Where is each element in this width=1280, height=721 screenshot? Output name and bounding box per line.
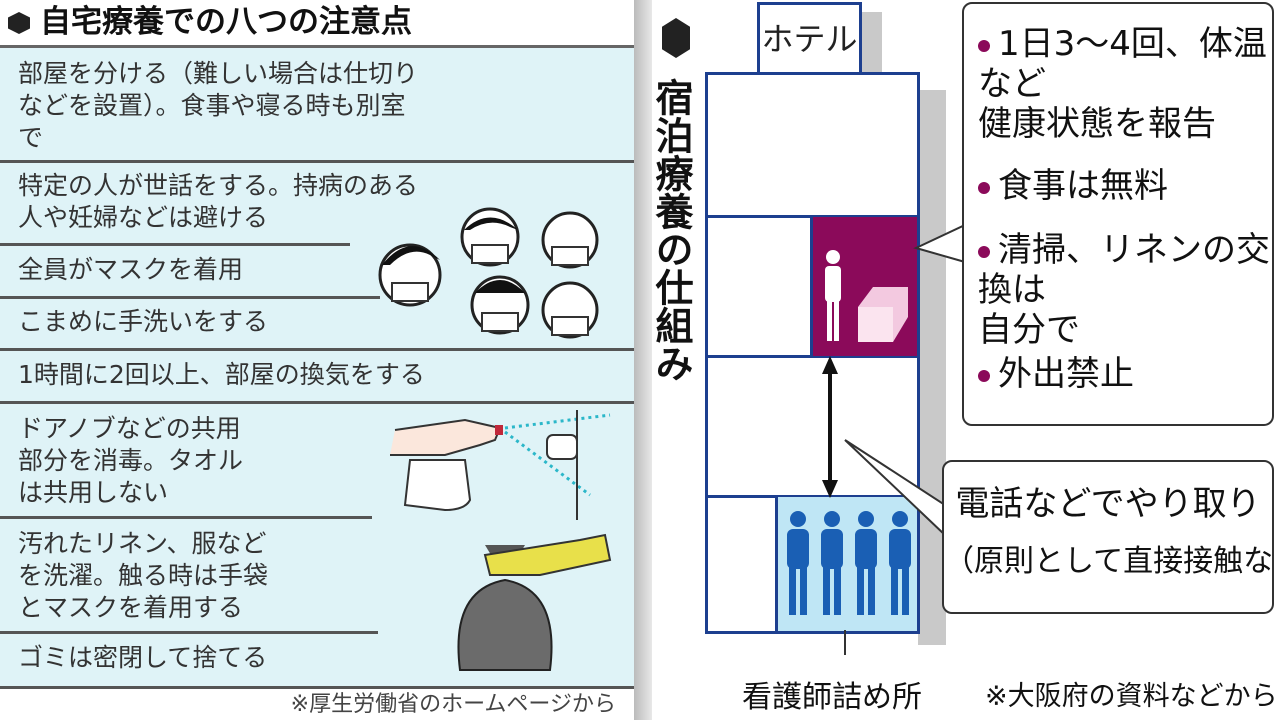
contact-note-line1: 電話などでやり取り [955, 484, 1261, 524]
floor-line [708, 355, 917, 358]
panel-gap [634, 0, 652, 720]
nurse-station-label: 看護師詰め所 [742, 680, 922, 715]
divider [0, 401, 634, 404]
divider [0, 348, 634, 351]
title-text: 自宅療養での八つの注意点 [40, 4, 412, 40]
divider [0, 243, 350, 246]
bullet-icon [978, 245, 990, 258]
home-care-title: 自宅療養での八つの注意点 [0, 0, 634, 48]
patient-room [810, 217, 917, 356]
hotel-label: ホテル [757, 2, 862, 76]
tip-designated-caregiver: 特定の人が世話をする。持病のある 人や妊婦などは避ける [18, 171, 419, 232]
note-free-meals: 食事は無料 [978, 166, 1168, 206]
nurses-icon [787, 511, 911, 615]
tip-separate-rooms: 部屋を分ける（難しい場合は仕切り などを設置）。食事や寝る時も別室 で [18, 59, 419, 152]
masked-family-illustration [378, 207, 599, 339]
hotel-care-title: 宿泊療養の仕組み [649, 78, 693, 382]
shadow [918, 90, 946, 645]
shadow [860, 12, 882, 74]
note-self-cleaning: 清掃、リネンの交換は 自分で [978, 230, 1270, 350]
tip-laundry: 汚れたリネン、服など を洗濯。触る時は手袋 とマスクを着用する [18, 529, 269, 622]
floor-line [708, 215, 917, 218]
contact-callout: 電話などでやり取り （原則として直接接触なし） [942, 460, 1280, 614]
home-care-panel: 自宅療養での八つの注意点 部屋を分ける（難しい場合は仕切り などを設置）。食事や… [0, 0, 634, 720]
patient-room-callout: 1日3～4回、体温など 健康状態を報告 食事は無料 清掃、リネンの交換は 自分で… [962, 2, 1274, 426]
divider [0, 516, 372, 519]
tip-garbage: ゴミは密閉して捨てる [18, 643, 268, 672]
bullet-icon [978, 39, 990, 52]
note-health-report: 1日3～4回、体温など 健康状態を報告 [978, 24, 1267, 144]
tip-masks: 全員がマスクを着用 [18, 255, 244, 284]
divider [0, 296, 380, 299]
source-note: ※大阪府の資料などから [985, 681, 1278, 712]
tip-ventilation: 1時間に2回以上、部屋の換気をする [18, 360, 425, 389]
nurse-station-room [775, 497, 917, 631]
note-no-going-out: 外出禁止 [978, 354, 1134, 394]
bullet-icon [978, 369, 990, 382]
hotel-building [705, 72, 920, 634]
spray-doorknob-illustration [390, 410, 611, 520]
source-note: ※厚生労働省のホームページから [0, 686, 634, 720]
tip-disinfect: ドアノブなどの共用 部分を消毒。タオル は共用しない [18, 414, 244, 507]
floor-line [708, 495, 917, 498]
divider [0, 160, 634, 163]
cube-icon [662, 18, 690, 58]
cube-icon [8, 12, 30, 34]
bullet-icon [978, 181, 990, 194]
patient-and-bed-icon [825, 250, 908, 342]
tip-handwashing: こまめに手洗いをする [18, 307, 269, 336]
divider [0, 631, 378, 634]
contact-note-line2: （原則として直接接触なし） [944, 544, 1280, 579]
garbage-bag-illustration [457, 533, 612, 671]
